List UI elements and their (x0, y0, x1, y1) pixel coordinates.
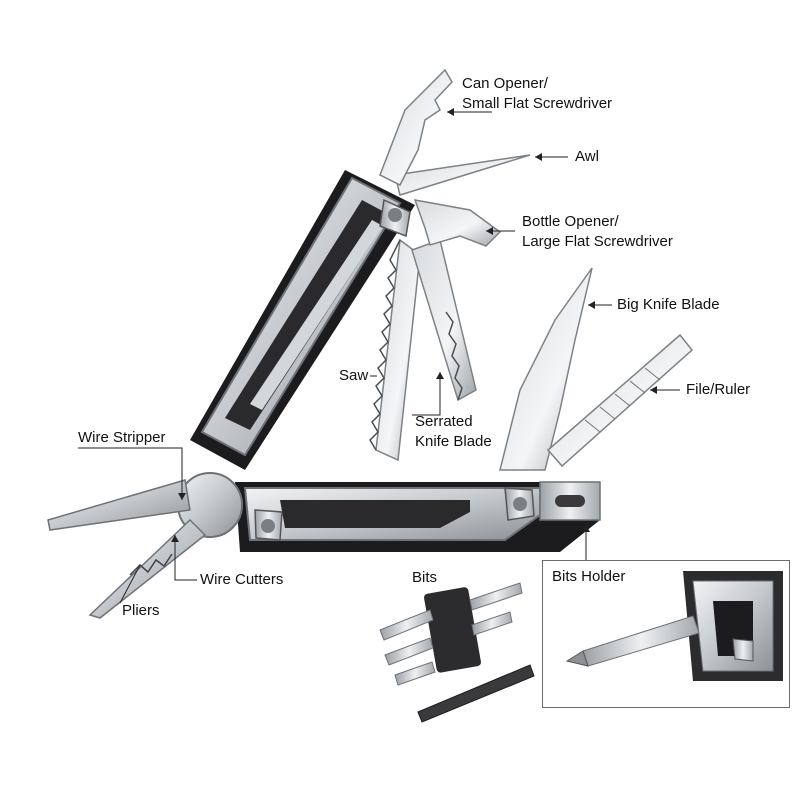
wire-stripper-label: Wire Stripper (78, 429, 166, 446)
bottle-opener-label-line1: Bottle Opener/ (522, 213, 619, 230)
file-ruler-tool (546, 333, 694, 468)
big-knife-blade-label: Big Knife Blade (617, 296, 720, 313)
upper-handle (190, 170, 415, 470)
pliers-jaws (47, 479, 207, 619)
bits-holder-inset: Bits Holder (542, 560, 790, 708)
lower-handle (235, 481, 601, 552)
awl-label: Awl (575, 148, 599, 165)
file-ruler-label: File/Ruler (686, 381, 751, 398)
serrated-blade (411, 239, 477, 402)
serrated-label-line1: Serrated (415, 413, 473, 430)
bits-holder-detail-image (565, 571, 783, 681)
bottle-opener-label-line2: Large Flat Screwdriver (522, 233, 673, 250)
big-knife-blade (499, 267, 593, 471)
bits-set (379, 582, 535, 723)
bottle-opener-tool (413, 199, 502, 247)
saw-blade (369, 238, 421, 462)
serrated-label-line2: Knife Blade (415, 433, 492, 450)
bits-label: Bits (412, 569, 438, 586)
awl-tool (394, 154, 531, 196)
wire-cutters-label: Wire Cutters (200, 571, 284, 588)
can-opener-label-line2: Small Flat Screwdriver (462, 95, 613, 112)
leader-arrowheads (171, 108, 657, 542)
bits-holder-label: Bits Holder (552, 568, 626, 585)
can-opener-tool (379, 68, 453, 187)
can-opener-label-line1: Can Opener/ (462, 75, 548, 92)
saw-label: Saw (339, 367, 369, 384)
pliers-label: Pliers (122, 602, 160, 619)
